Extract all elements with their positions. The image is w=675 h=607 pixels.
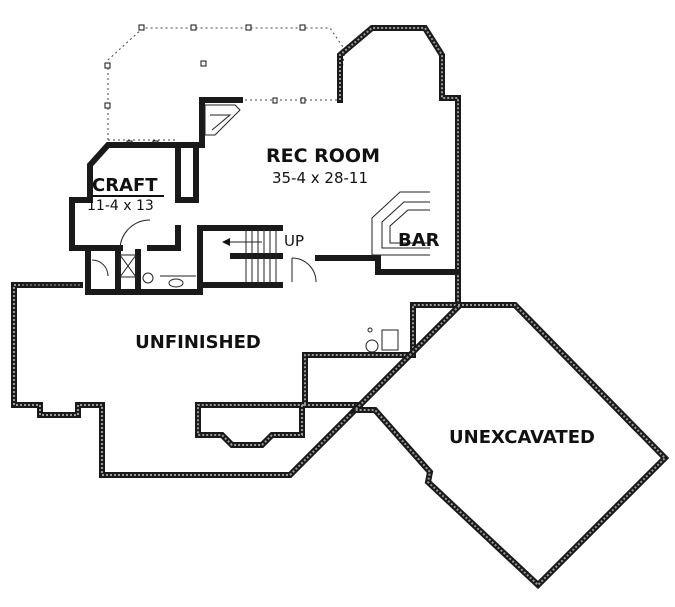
unfinished-name: UNFINISHED — [135, 332, 261, 353]
fireplace-wall — [175, 97, 205, 148]
unexcavated-name: UNEXCAVATED — [449, 427, 595, 448]
fireplace-box — [204, 104, 241, 136]
stairs-up-label: UP — [284, 232, 304, 250]
craft-wall-right — [175, 142, 199, 203]
craft-wall-top — [69, 142, 181, 251]
unfinished-left-wall-core — [13, 284, 356, 476]
sink — [168, 278, 184, 288]
bar-counter-inner-2 — [389, 209, 430, 244]
bath-door-swing — [91, 259, 109, 277]
shower-x2 — [119, 254, 137, 278]
unexcavated-wall-core — [352, 304, 667, 587]
rec-room-dimensions: 35-4 x 28-11 — [272, 169, 368, 187]
stair-door-swing — [291, 257, 317, 283]
outer-foundation-wall-core — [197, 27, 459, 446]
craft-name: CRAFT — [92, 175, 158, 196]
bar-counter-inner — [381, 201, 430, 249]
patio-outline — [107, 27, 346, 140]
furnace — [381, 329, 399, 351]
bar-counter-outer — [371, 191, 430, 256]
stair-treads — [245, 228, 277, 285]
water-heater — [365, 339, 379, 353]
craft-dimensions: 11-4 x 13 — [87, 198, 154, 214]
shower — [119, 254, 137, 278]
fireplace-hearth — [210, 114, 232, 131]
craft-door-swing — [119, 219, 151, 249]
bar-name: BAR — [398, 230, 440, 251]
rec-room-name: REC ROOM — [266, 145, 380, 167]
stair-arrow-head — [222, 238, 230, 246]
rec-room-lower-wall — [315, 255, 461, 275]
toilet — [142, 272, 154, 284]
floor-drain — [367, 327, 373, 333]
